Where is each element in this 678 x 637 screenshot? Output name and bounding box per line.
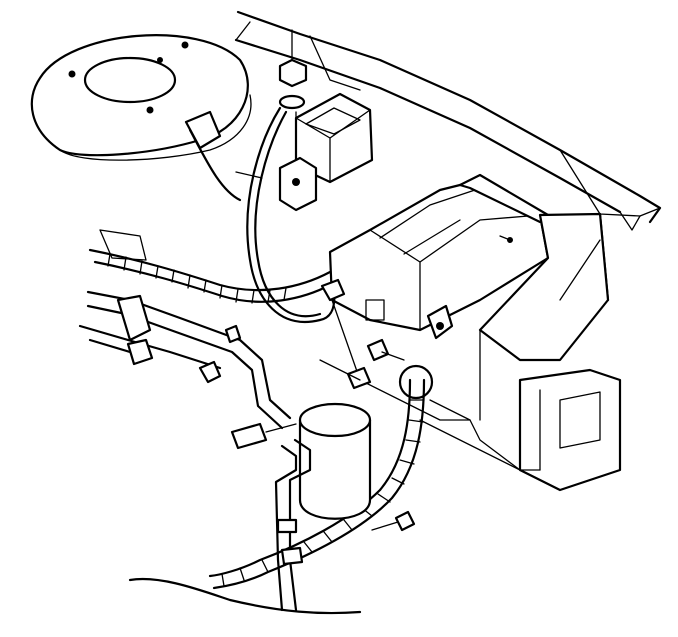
mounting-nut [278,58,308,88]
harness-clamp-ring [398,364,434,400]
bolt [366,338,416,532]
refrigerant-lines [78,229,292,430]
washer [278,94,306,110]
ground-strap [184,106,346,323]
accumulator-canister [274,402,372,612]
strut-tower [30,34,252,161]
connector [230,366,372,450]
relay-module [278,29,374,212]
linework-detail [235,171,521,471]
